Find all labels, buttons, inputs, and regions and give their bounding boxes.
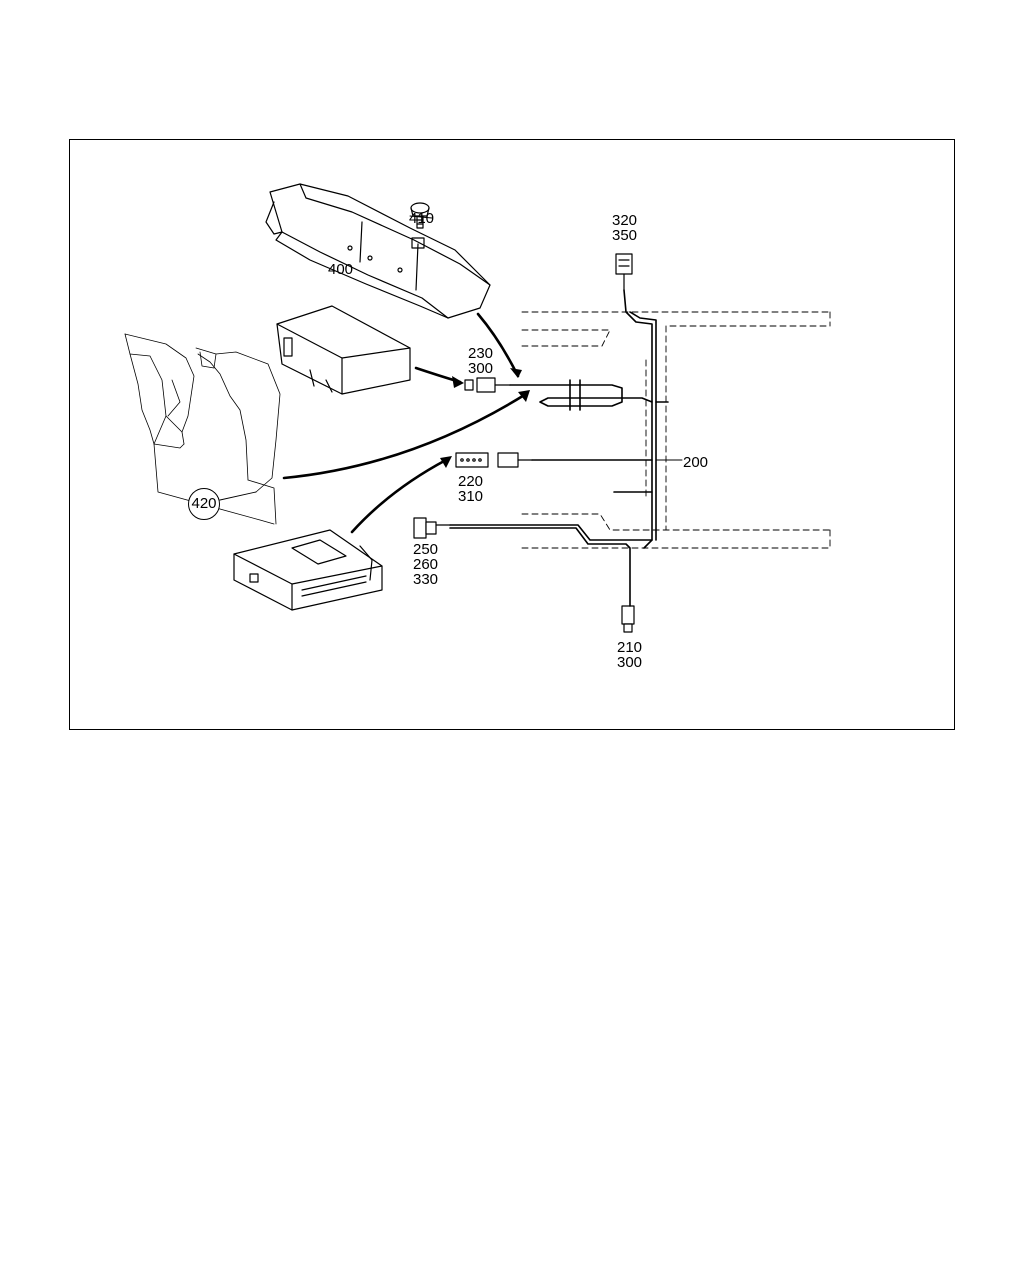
control-module-box: [276, 305, 411, 395]
cover-strip-400: [265, 183, 491, 319]
callout-200: 200: [683, 454, 709, 471]
callout-410: 410: [409, 210, 435, 227]
callout-400: 400: [328, 261, 354, 278]
parts-diagram-drawing: [124, 183, 831, 633]
connector-320: [615, 253, 633, 291]
wiring-harness-200: [449, 289, 669, 607]
radio-head-unit: [233, 529, 383, 611]
screw-410: [410, 202, 430, 229]
connector-220: [455, 452, 533, 468]
connector-210: [621, 605, 635, 633]
callout-420-circle: 420: [188, 488, 220, 520]
dashed-reference-outline: [521, 311, 831, 549]
connector-230: [464, 377, 511, 393]
connector-250: [413, 517, 451, 539]
